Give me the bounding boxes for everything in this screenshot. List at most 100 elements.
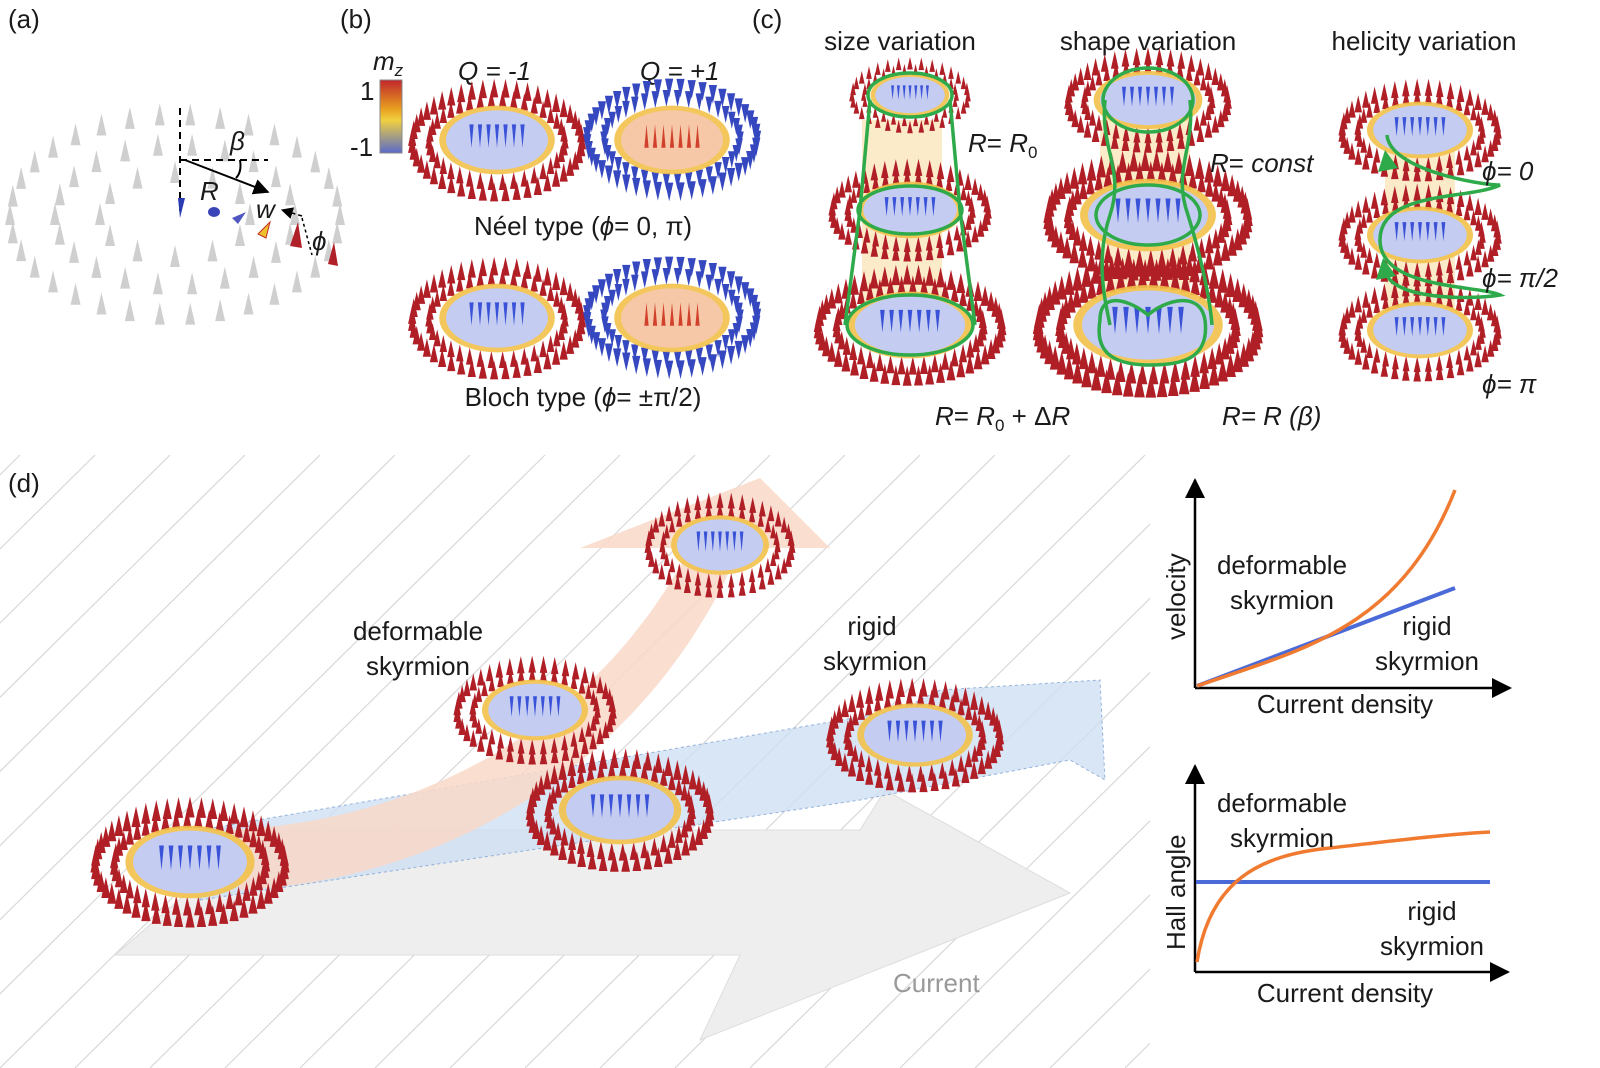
spin-cone — [950, 283, 959, 303]
spin-cone — [1157, 161, 1167, 182]
spin-cone — [687, 359, 696, 378]
spin-cone — [883, 761, 892, 779]
spin-cone — [659, 834, 668, 853]
spin-cone — [662, 268, 671, 286]
skyrmion — [583, 256, 762, 380]
spin-cone — [1068, 189, 1078, 210]
skyrmion — [408, 78, 587, 202]
spin-cone — [1216, 222, 1226, 243]
hall-angle-plot: Hall angle Current density deformable sk… — [1161, 764, 1510, 1008]
skyrmion — [453, 655, 617, 765]
spin-cone — [1402, 288, 1410, 305]
spin-cone — [131, 896, 141, 918]
spin-cone — [896, 772, 905, 792]
spin-cone — [1089, 74, 1097, 91]
spin-cone — [622, 352, 631, 372]
spin-cone — [1340, 312, 1348, 330]
spin-cone — [234, 886, 243, 906]
spin-cone — [951, 683, 960, 703]
spin-cone — [270, 165, 281, 188]
spin-cone — [481, 680, 488, 697]
spin-cone — [5, 203, 15, 225]
spin-cone — [509, 269, 518, 287]
spin-cone — [1199, 74, 1207, 91]
spin-cone — [589, 732, 597, 750]
spin-cone — [323, 166, 334, 189]
spin-cone — [905, 764, 914, 782]
skyrmion — [90, 796, 290, 928]
spin-cone — [571, 328, 580, 348]
spin-cone — [447, 86, 456, 106]
spin-cone — [957, 754, 965, 772]
spin-cone — [530, 166, 538, 184]
spin-cone — [1343, 136, 1351, 154]
spin-cone — [542, 830, 552, 851]
spin-cone — [603, 117, 612, 135]
spin-cone — [1435, 194, 1443, 211]
spin-cone — [908, 773, 917, 793]
spin-cone — [727, 581, 735, 598]
spin-cone — [597, 160, 607, 179]
spin-cone — [589, 715, 597, 731]
spin-cone — [589, 689, 597, 705]
spin-cone — [285, 183, 296, 206]
spin-cone — [613, 170, 622, 190]
spin-cone — [1481, 145, 1489, 163]
spin-cone — [1354, 200, 1363, 218]
spin-cone — [1435, 259, 1443, 276]
spin-cone — [892, 243, 900, 261]
spin-cone — [234, 224, 245, 246]
spin-cone — [486, 124, 491, 148]
spin-cone — [1122, 125, 1130, 142]
spin-cone — [439, 105, 448, 123]
spin-cone — [596, 760, 605, 779]
spin-cone — [550, 656, 559, 675]
spin-cone — [892, 235, 900, 252]
spin-cone — [897, 275, 906, 294]
spin-cone — [1138, 86, 1142, 107]
spin-cone — [686, 124, 692, 148]
spin-cone — [1481, 202, 1489, 220]
spin-cone — [614, 283, 623, 301]
spin-cone — [849, 290, 858, 309]
spin-cone — [875, 352, 884, 372]
spin-cone — [734, 340, 743, 360]
spin-cone — [856, 762, 865, 782]
spin-cone — [787, 530, 795, 546]
spin-cone — [895, 57, 902, 71]
spin-cone — [951, 767, 960, 787]
spin-cone — [1382, 350, 1390, 367]
spin-cone — [939, 62, 946, 75]
spin-cone — [597, 338, 607, 357]
spin-cone — [930, 772, 939, 792]
spin-cone — [91, 150, 102, 173]
phi-guide — [301, 217, 313, 256]
spin-cone — [907, 309, 913, 333]
spin-cone — [1079, 280, 1089, 303]
spin-cone — [748, 507, 756, 523]
spin-cone — [976, 328, 985, 347]
spin-cone — [1204, 233, 1214, 254]
spin-cone — [643, 750, 653, 771]
rigid-skyrmion-label-2: skyrmion — [823, 646, 927, 676]
spin-cone — [965, 353, 975, 374]
spin-cone — [622, 340, 630, 358]
spin-cone — [640, 271, 649, 289]
spin-cone — [748, 567, 756, 583]
spin-cone — [170, 245, 180, 267]
spin-cone — [1435, 154, 1443, 171]
spin-cone — [614, 105, 623, 123]
spin-cone — [653, 181, 662, 201]
spin-cone — [151, 800, 161, 822]
spin-cone — [456, 274, 464, 292]
panel-c: size variation shape variation helicity … — [813, 26, 1559, 435]
spin-cone — [1402, 155, 1410, 172]
spin-cone — [162, 798, 172, 820]
spin-cone — [903, 244, 911, 262]
spin-cone — [1189, 367, 1200, 392]
spin-cone — [1193, 114, 1201, 131]
skyrmion — [826, 677, 1005, 793]
spin-cone — [919, 677, 928, 697]
spin-cone — [607, 842, 616, 861]
spin-cone — [948, 694, 956, 712]
